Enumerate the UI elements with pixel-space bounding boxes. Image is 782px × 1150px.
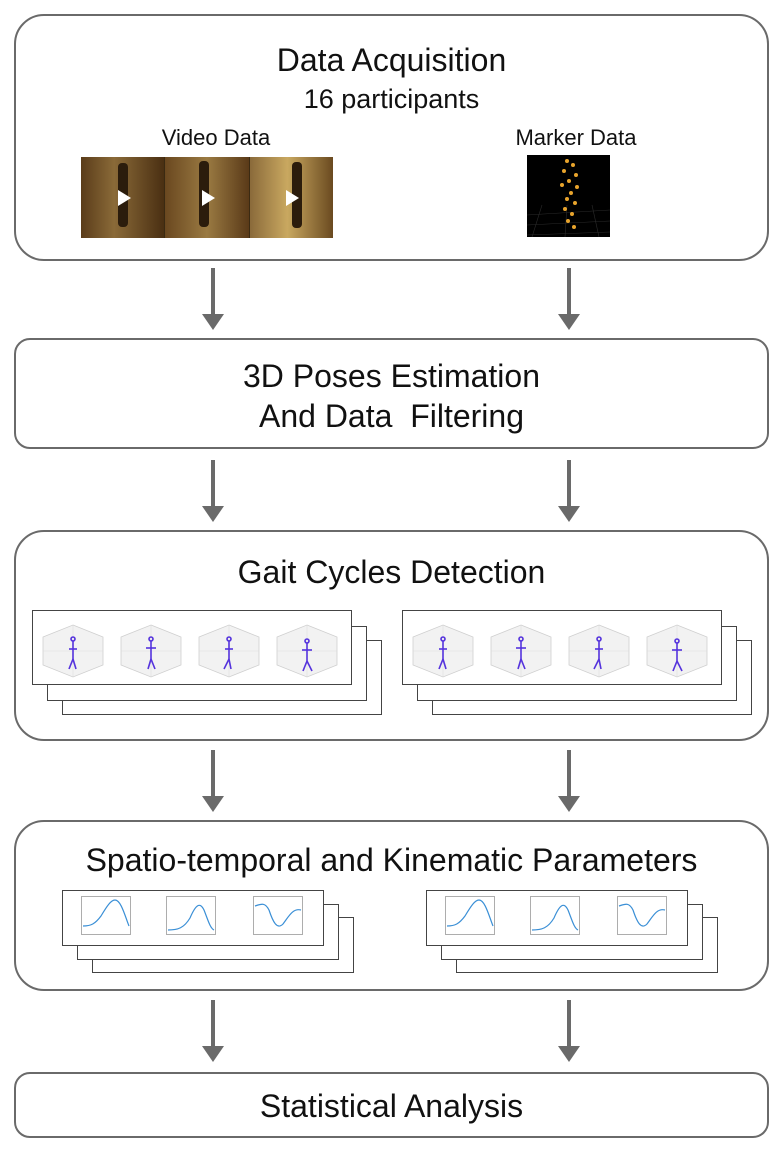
play-icon	[201, 189, 215, 206]
gait-frame-2	[490, 624, 552, 678]
participants-count: 16 participants	[303, 84, 480, 114]
arrow-down-icon	[558, 268, 580, 330]
gait-sheet-front	[402, 610, 722, 685]
parameter-plot-3	[253, 896, 303, 935]
video-clip-3[interactable]	[249, 157, 333, 238]
parameter-plot-3	[617, 896, 667, 935]
gait-frame-3	[568, 624, 630, 678]
parameter-plot-2	[166, 896, 216, 935]
video-thumbnails	[81, 157, 333, 238]
gait-frame-1	[412, 624, 474, 678]
gait-frame-4	[276, 624, 338, 678]
arrow-down-icon	[202, 1000, 224, 1062]
statistical-analysis-title: Statistical Analysis	[259, 1088, 524, 1124]
gait-frame-2	[120, 624, 182, 678]
gait-frame-3	[198, 624, 260, 678]
plot-sheet-front	[426, 890, 688, 946]
pose-estimation-line1: 3D Poses Estimation	[242, 358, 540, 394]
pose-estimation-line2: And Data Filtering	[258, 398, 524, 434]
gait-frame-4	[646, 624, 708, 678]
statistical-analysis-box: Statistical Analysis	[14, 1072, 769, 1138]
parameter-plot-2	[530, 896, 580, 935]
arrow-down-icon	[202, 268, 224, 330]
arrow-down-icon	[558, 460, 580, 522]
parameters-title: Spatio-temporal and Kinematic Parameters	[85, 842, 698, 878]
play-icon	[117, 189, 131, 206]
arrow-down-icon	[558, 750, 580, 812]
gait-frame-1	[42, 624, 104, 678]
marker-data-image	[527, 155, 610, 237]
plot-sheet-front	[62, 890, 324, 946]
play-icon	[286, 189, 300, 206]
parameter-plot-1	[81, 896, 131, 935]
marker-data-label: Marker Data	[515, 125, 637, 150]
data-acquisition-title: Data Acquisition	[276, 42, 507, 78]
gait-sheet-front	[32, 610, 352, 685]
video-data-label: Video Data	[161, 125, 271, 150]
parameter-plot-1	[445, 896, 495, 935]
arrow-down-icon	[202, 460, 224, 522]
video-clip-2[interactable]	[165, 157, 250, 238]
pose-estimation-box: 3D Poses Estimation And Data Filtering	[14, 338, 769, 449]
video-clip-1[interactable]	[81, 157, 166, 238]
arrow-down-icon	[202, 750, 224, 812]
gait-cycles-title: Gait Cycles Detection	[237, 554, 546, 590]
arrow-down-icon	[558, 1000, 580, 1062]
